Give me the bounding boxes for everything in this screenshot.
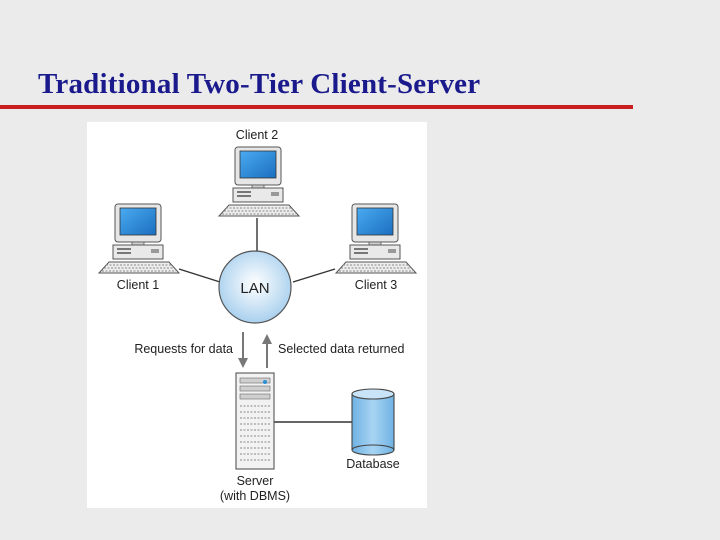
request-label: Requests for data [134, 342, 233, 356]
client2-computer-icon [218, 146, 300, 217]
client3-label: Client 3 [355, 278, 397, 292]
client1-computer-icon [98, 203, 180, 274]
slide-title: Traditional Two-Tier Client-Server [38, 68, 481, 100]
request-arrow-icon [238, 332, 248, 368]
server-label: Server [237, 474, 274, 488]
diagram-panel: Client 2 Client 1 Client 3 LAN Requests … [87, 122, 427, 508]
server-icon [235, 372, 275, 470]
lan-label: LAN [240, 280, 269, 297]
client2-label: Client 2 [236, 128, 278, 142]
response-label: Selected data returned [278, 342, 405, 356]
server-sublabel: (with DBMS) [220, 489, 290, 503]
response-arrow-icon [262, 334, 272, 368]
database-label: Database [346, 457, 400, 471]
client1-label: Client 1 [117, 278, 159, 292]
lan-circle [218, 250, 292, 324]
link-client1-lan [178, 268, 221, 283]
client-server-diagram: Client 2 Client 1 Client 3 LAN Requests … [98, 128, 417, 503]
database-icon [351, 388, 395, 456]
title-underline [0, 105, 633, 109]
link-client3-lan [292, 268, 336, 283]
client3-computer-icon [335, 203, 417, 274]
